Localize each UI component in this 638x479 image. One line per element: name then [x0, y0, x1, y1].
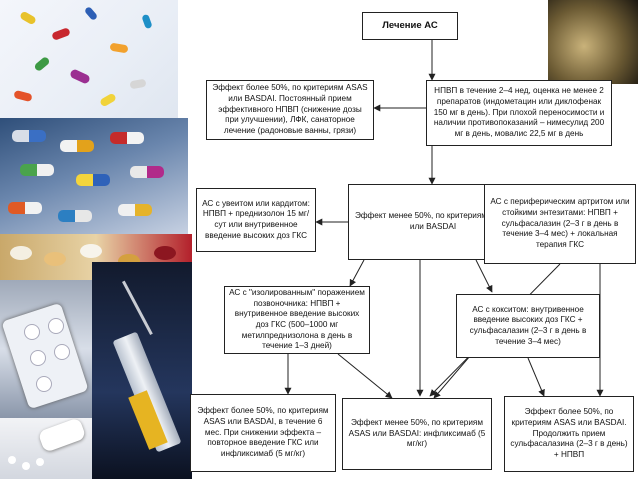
outcome2-box: Эффект менее 50%, по критериям ASAS или …: [342, 398, 492, 470]
effect-good-box: Эффект более 50%, по критериям ASAS или …: [206, 80, 374, 140]
pills-photo: [0, 0, 178, 120]
arrow-low-isolated: [349, 259, 365, 287]
outcome3-box: Эффект более 50%, по критериям ASAS или …: [504, 396, 634, 472]
root-text: Лечение АС: [382, 19, 438, 31]
arrow-low-coxitis: [475, 259, 493, 293]
isolated-box: АС с "изолированным" поражением позвоноч…: [224, 286, 370, 354]
isolated-text: АС с "изолированным" поражением позвоноч…: [229, 288, 365, 351]
outcome1-text: Эффект более 50%, по критериям ASAS или …: [197, 406, 329, 458]
arrow-isolated-out2: [337, 353, 393, 399]
outcome3-text: Эффект более 50%, по критериям ASAS или …: [510, 407, 628, 459]
nsaid-text: НПВП в течение 2–4 нед, оценка не менее …: [433, 86, 605, 138]
uveitis-text: АС с увеитом или кардитом: НПВП + предни…: [202, 198, 310, 240]
syringe-photo: [92, 262, 192, 479]
peripheral-box: АС с периферическим артритом или стойким…: [484, 184, 636, 264]
effect-low-text: Эффект менее 50%, по критериям ASAS или …: [354, 211, 512, 231]
effect-good-text: Эффект более 50%, по критериям ASAS или …: [212, 83, 368, 135]
root-box: Лечение АС: [362, 12, 458, 40]
outcome1-box: Эффект более 50%, по критериям ASAS или …: [190, 394, 336, 472]
arrow-coxitis-out3: [527, 357, 545, 397]
peripheral-text: АС с периферическим артритом или стойким…: [490, 197, 630, 249]
capsules-photo: [0, 118, 188, 236]
outcome2-text: Эффект менее 50%, по критериям ASAS или …: [348, 418, 486, 449]
golden-head-photo: [548, 0, 638, 84]
nsaid-box: НПВП в течение 2–4 нед, оценка не менее …: [426, 80, 612, 146]
arrow-coxitis-out2: [433, 355, 471, 399]
spilled-pills-photo: [0, 418, 92, 479]
uveitis-box: АС с увеитом или кардитом: НПВП + предни…: [196, 188, 316, 252]
coxitis-text: АС с кокситом: внутривенное введение выс…: [469, 304, 587, 346]
blister-pack-photo: [0, 280, 92, 418]
coxitis-box: АС с кокситом: внутривенное введение выс…: [456, 294, 600, 358]
